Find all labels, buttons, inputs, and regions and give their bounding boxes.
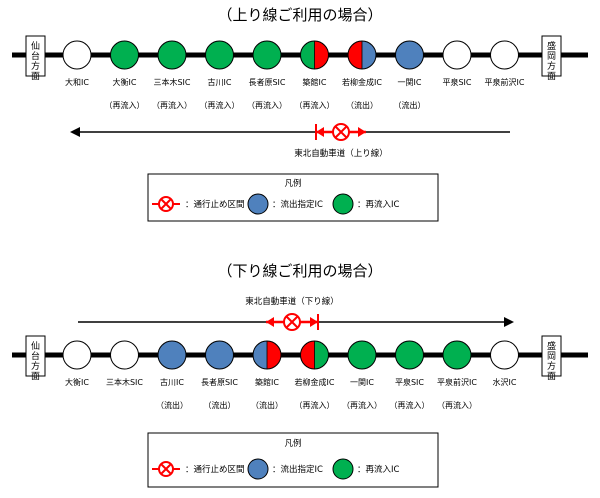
legend-blue-icon bbox=[247, 193, 269, 215]
ic-station: 長者原SIC （再流入） bbox=[247, 40, 287, 110]
ic-station: 若柳金成IC （流出） bbox=[342, 40, 382, 110]
highway-label: 東北自動車道（下り線） bbox=[245, 296, 339, 307]
section-title: （下り線ご利用の場合） bbox=[217, 262, 382, 280]
ic-note: （再流入） bbox=[342, 400, 382, 410]
station-row: 大和IC 大衡IC （再流入） 三本木SIC （再流入） 古川IC （再流入） 長者原SIC （… bbox=[62, 40, 525, 110]
legend-title: 凡例 bbox=[284, 178, 301, 189]
ic-station: 一関IC （流出） bbox=[394, 40, 426, 110]
direction-arrow-head bbox=[504, 317, 514, 327]
legend-label-exit: ：流出指定IC bbox=[272, 464, 323, 475]
legend-green-icon bbox=[332, 458, 354, 480]
ic-name: 三本木SIC bbox=[153, 77, 190, 87]
ic-station: 平泉SIC bbox=[442, 40, 472, 87]
ic-station: 三本木SIC （再流入） bbox=[152, 40, 192, 110]
ic-name: 一関IC bbox=[398, 78, 422, 87]
ic-note: （再流入） bbox=[437, 400, 477, 410]
ic-note: （再流入） bbox=[200, 100, 240, 110]
ic-name: 平泉前沢IC bbox=[437, 377, 477, 387]
left-end-label: 仙台方面 bbox=[31, 40, 40, 82]
legend: 凡例 ：通行止め区間 ：流出指定IC ：再流入IC bbox=[147, 432, 439, 488]
ic-name: 三本木SIC bbox=[106, 377, 143, 387]
ic-station: 平泉前沢IC bbox=[485, 40, 525, 87]
legend-label-reentry: ：再流入IC bbox=[357, 199, 400, 210]
ic-station: 一関IC （再流入） bbox=[342, 340, 382, 410]
ic-station: 平泉前沢IC （再流入） bbox=[437, 340, 477, 410]
ic-station: 平泉SIC （再流入） bbox=[390, 340, 430, 410]
legend-label-closure: ：通行止め区間 bbox=[185, 199, 245, 210]
ic-name: 平泉前沢IC bbox=[485, 77, 525, 87]
station-row: 大衡IC 三本木SIC 古川IC （流出） 長者原SIC （流出） 築館IC （流出） 若柳金成… bbox=[62, 340, 519, 410]
ic-station: 大和IC bbox=[62, 40, 92, 87]
right-end-label: 盛岡方面 bbox=[547, 40, 556, 82]
ic-note: （流出） bbox=[204, 400, 236, 410]
ic-name: 水沢IC bbox=[493, 377, 517, 387]
ic-name: 若柳金成IC bbox=[342, 77, 382, 87]
ic-name: 築館IC bbox=[255, 377, 279, 387]
legend-closure-icon bbox=[152, 461, 180, 477]
legend-label-reentry: ：再流入IC bbox=[357, 464, 400, 475]
ic-station: 大衡IC （再流入） bbox=[105, 40, 145, 110]
ic-name: 長者原SIC bbox=[201, 378, 238, 387]
closure-marker bbox=[266, 313, 319, 331]
direction-arrow-head bbox=[70, 127, 80, 137]
ic-name: 古川IC bbox=[208, 77, 232, 87]
ic-name: 古川IC bbox=[160, 377, 184, 387]
section-title: （上り線ご利用の場合） bbox=[217, 6, 382, 24]
legend-blue-icon bbox=[247, 458, 269, 480]
ic-note: （再流入） bbox=[247, 100, 287, 110]
section-down: （下り線ご利用の場合） 東北自動車道（下り線） 仙台方面 盛岡方面 大衡IC 三本… bbox=[12, 262, 588, 488]
ic-note: （流出） bbox=[394, 100, 426, 110]
left-end-label: 仙台方面 bbox=[31, 340, 40, 382]
right-end-box bbox=[541, 335, 562, 377]
ic-note: （再流入） bbox=[152, 100, 192, 110]
ic-name: 築館IC bbox=[303, 77, 327, 87]
ic-note: （再流入） bbox=[295, 100, 335, 110]
ic-station: 築館IC （流出） bbox=[251, 340, 283, 410]
ic-station: 三本木SIC bbox=[106, 340, 143, 387]
ic-station: 古川IC （再流入） bbox=[200, 40, 240, 110]
ic-note: （再流入） bbox=[105, 100, 145, 110]
ic-station: 古川IC （流出） bbox=[156, 340, 188, 410]
ic-station: 水沢IC bbox=[490, 340, 519, 387]
right-end-label: 盛岡方面 bbox=[547, 340, 556, 382]
ic-station: 築館IC （再流入） bbox=[295, 40, 335, 110]
ic-station: 大衡IC bbox=[62, 340, 92, 387]
legend-closure-icon bbox=[152, 196, 180, 212]
ic-name: 平泉SIC bbox=[395, 377, 424, 387]
ic-note: （流出） bbox=[346, 100, 378, 110]
ic-name: 大衡IC bbox=[113, 77, 137, 87]
ic-station: 若柳金成IC （再流入） bbox=[295, 340, 335, 410]
ic-note: （再流入） bbox=[390, 400, 430, 410]
ic-station: 長者原SIC （流出） bbox=[201, 340, 238, 410]
highway-label: 東北自動車道（上り線） bbox=[294, 148, 388, 159]
legend-title: 凡例 bbox=[284, 438, 301, 449]
left-end-box bbox=[25, 335, 46, 377]
ic-name: 大衡IC bbox=[65, 377, 89, 387]
ic-name: 平泉SIC bbox=[442, 77, 471, 87]
ic-note: （流出） bbox=[251, 400, 283, 410]
left-end-box bbox=[25, 35, 46, 77]
ic-note: （再流入） bbox=[295, 400, 335, 410]
legend-green-icon bbox=[332, 193, 354, 215]
ic-name: 長者原SIC bbox=[248, 78, 285, 87]
legend-label-exit: ：流出指定IC bbox=[272, 199, 323, 210]
legend-label-closure: ：通行止め区間 bbox=[185, 464, 245, 475]
closure-marker bbox=[315, 123, 366, 141]
ic-name: 一関IC bbox=[350, 378, 374, 387]
legend: 凡例 ：通行止め区間 ：流出指定IC ：再流入IC bbox=[147, 173, 439, 222]
right-end-box bbox=[541, 35, 562, 77]
ic-note: （流出） bbox=[156, 400, 188, 410]
ic-name: 大和IC bbox=[65, 77, 89, 87]
ic-name: 若柳金成IC bbox=[295, 377, 335, 387]
